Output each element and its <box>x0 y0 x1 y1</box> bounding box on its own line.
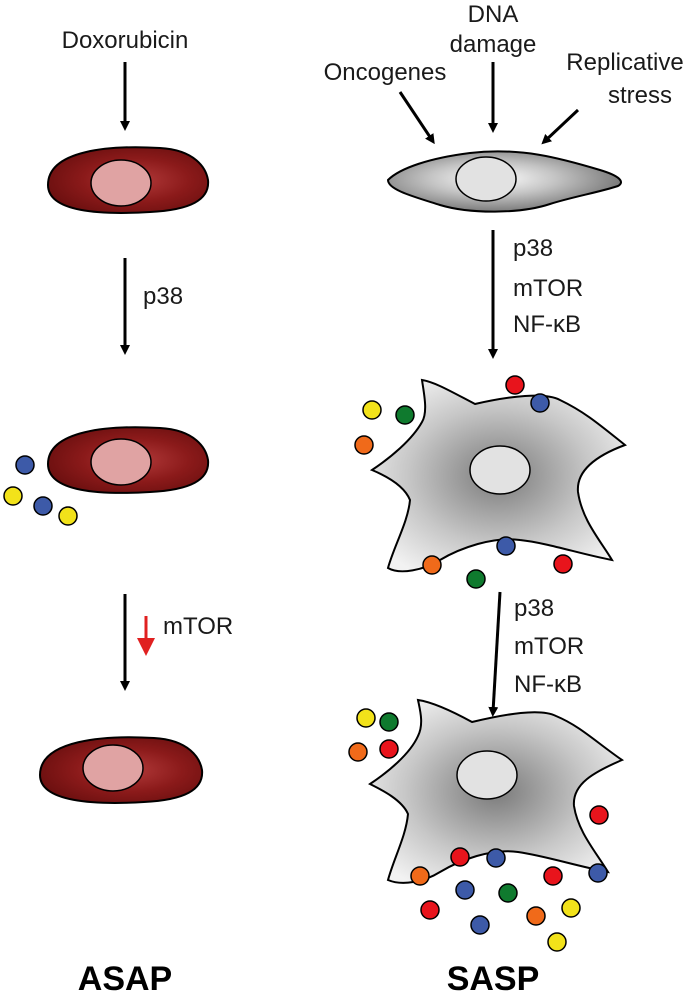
factor-dot-orange <box>422 555 442 575</box>
factor-dot-orange <box>354 435 374 455</box>
asap-title: ASAP <box>78 960 172 998</box>
sasp-cell-3-secreted-factors <box>348 708 609 952</box>
asap-step1-label: p38 <box>143 283 183 310</box>
arrow-sasp-step2 <box>488 591 502 717</box>
sasp-cell-2-nucleus <box>469 445 531 495</box>
factor-dot-blue <box>15 455 35 475</box>
factor-dot-red <box>505 375 525 395</box>
asap-step2-label: mTOR <box>163 613 233 640</box>
sasp-title: SASP <box>447 960 540 998</box>
factor-dot-yellow <box>58 506 78 526</box>
factor-dot-orange <box>410 866 430 886</box>
sasp-step2-label-2: NF-κB <box>514 671 582 698</box>
sasp-trigger-replicative-line2: stress <box>608 82 672 109</box>
factor-dot-blue <box>33 496 53 516</box>
sasp-cell-2 <box>369 378 628 573</box>
asap-cell-1 <box>46 146 210 214</box>
sasp-cell-3-nucleus <box>456 750 518 800</box>
sasp-trigger-dna-line2: damage <box>450 31 537 58</box>
asap-cell-3 <box>38 736 204 804</box>
factor-dot-yellow <box>561 898 581 918</box>
factor-dot-green <box>395 405 415 425</box>
asap-cell-1-nucleus <box>90 159 152 207</box>
sasp-step2-label-1: mTOR <box>514 633 584 660</box>
sasp-cell-3 <box>368 698 625 884</box>
sasp-cell-2-secreted-factors <box>354 375 573 589</box>
factor-dot-blue <box>588 863 608 883</box>
factor-dot-green <box>498 883 518 903</box>
factor-dot-yellow <box>547 932 567 952</box>
factor-dot-orange <box>526 906 546 926</box>
asap-cell-2 <box>46 426 210 494</box>
factor-dot-red <box>589 805 609 825</box>
factor-dot-red <box>379 739 399 759</box>
factor-dot-blue <box>486 848 506 868</box>
asap-trigger-doxorubicin: Doxorubicin <box>62 27 189 54</box>
arrow-oncogenes-to-cell <box>398 91 435 145</box>
factor-dot-red <box>543 866 563 886</box>
asap-cell-2-nucleus <box>90 438 152 486</box>
sasp-trigger-oncogenes: Oncogenes <box>324 59 447 86</box>
factor-dot-red <box>450 847 470 867</box>
arrow-replicative-stress-to-cell <box>541 108 580 145</box>
sasp-trigger-replicative-line1: Replicative <box>566 49 683 76</box>
sasp-trigger-dna-line1: DNA <box>468 1 519 28</box>
asap-secreted-factors <box>3 455 78 526</box>
sasp-cell-1 <box>386 150 622 213</box>
factor-dot-red <box>420 900 440 920</box>
factor-dot-orange <box>348 742 368 762</box>
factor-dot-yellow <box>356 708 376 728</box>
factor-dot-blue <box>455 880 475 900</box>
sasp-step1-label-0: p38 <box>513 235 553 262</box>
factor-dot-blue <box>496 536 516 556</box>
sasp-cell-1-nucleus <box>455 156 517 202</box>
sasp-step1-label-2: NF-κB <box>513 311 581 338</box>
factor-dot-green <box>379 712 399 732</box>
sasp-step1-label-1: mTOR <box>513 275 583 302</box>
factor-dot-yellow <box>3 486 23 506</box>
factor-dot-red <box>553 554 573 574</box>
sasp-step2-label-0: p38 <box>514 595 554 622</box>
factor-dot-blue <box>530 393 550 413</box>
factor-dot-yellow <box>362 400 382 420</box>
factor-dot-blue <box>470 915 490 935</box>
asap-cell-3-nucleus <box>82 744 144 792</box>
mtor-down-arrow <box>137 616 155 656</box>
factor-dot-green <box>466 569 486 589</box>
